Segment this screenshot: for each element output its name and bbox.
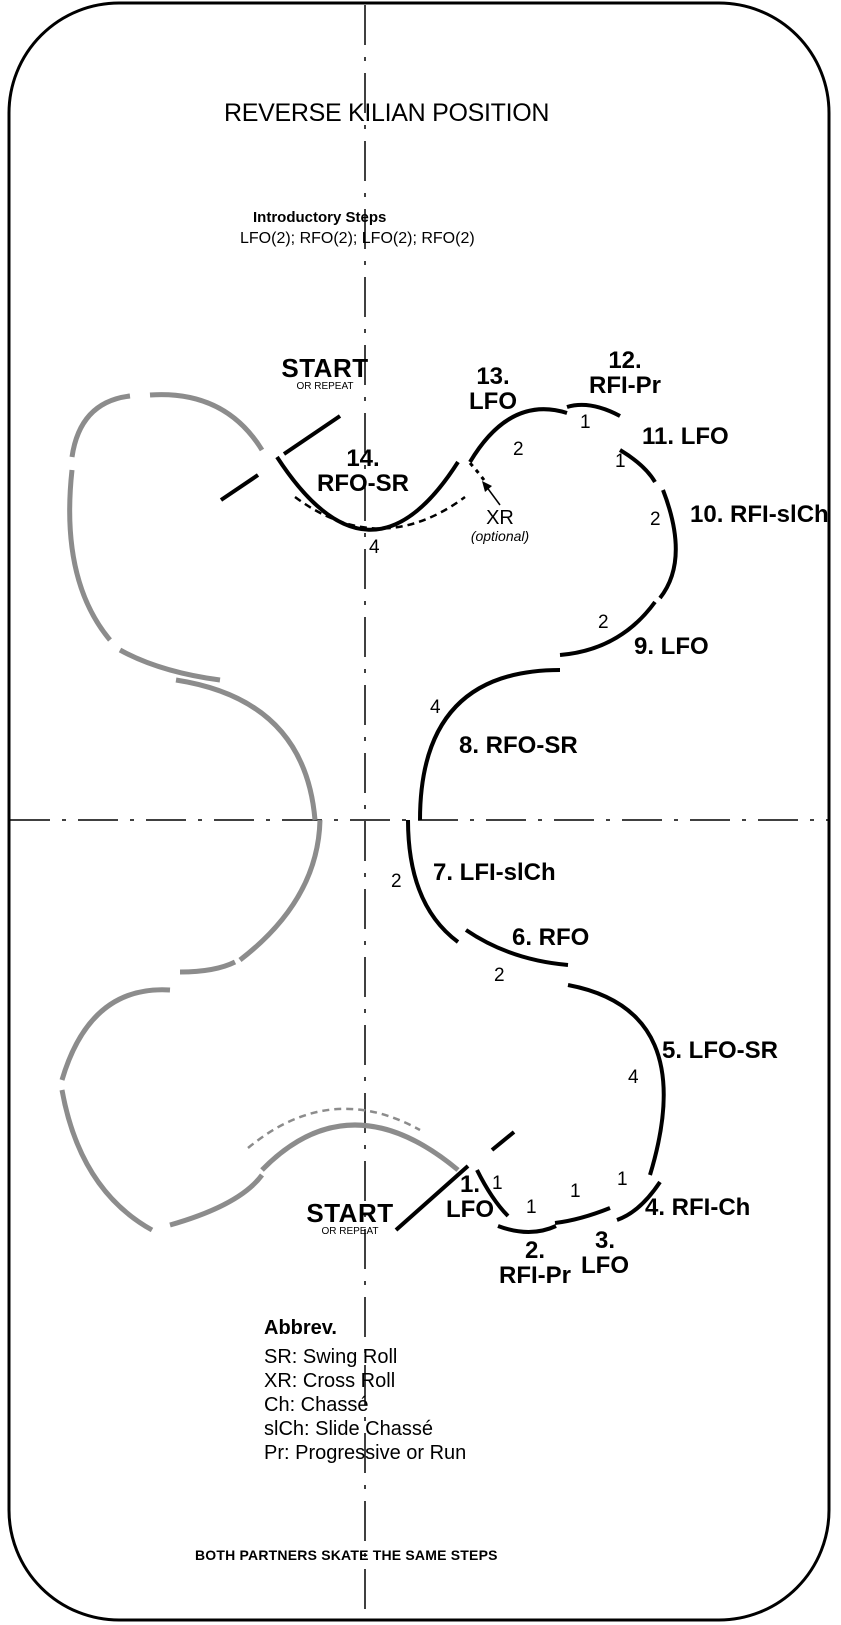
edge-6: [464, 928, 569, 967]
edge-2: [497, 1224, 557, 1234]
step-6: 6. RFO: [512, 924, 590, 951]
abbrev-item: SR: Swing Roll: [264, 1346, 398, 1368]
step-3-num: 3.: [594, 1227, 615, 1254]
beat-13: 2: [513, 439, 524, 460]
edge-7: [406, 819, 460, 944]
edge-9: [559, 600, 657, 657]
beat-8: 4: [430, 697, 441, 718]
grey-edge-e: [175, 677, 318, 821]
step-5: 5. LFO-SR: [662, 1037, 779, 1064]
step-2-num: 2.: [524, 1237, 545, 1264]
step-9: 9. LFO: [634, 633, 709, 660]
grey-edge-j: [169, 1173, 265, 1228]
step-4: 4. RFI-Ch: [645, 1194, 751, 1221]
step-13: 13. LFO: [453, 363, 533, 416]
start-bottom: START OR REPEAT: [305, 1198, 395, 1238]
rink-outline: [7, 1, 831, 1622]
footer-note: BOTH PARTNERS SKATE THE SAME STEPS: [195, 1547, 498, 1563]
beat-9: 2: [598, 612, 609, 633]
step-14-edge: RFO-SR: [317, 470, 409, 498]
beat-10: 2: [650, 509, 661, 530]
beat-2: 1: [526, 1197, 537, 1218]
step-12-num: 12.: [608, 347, 642, 374]
abbrev-item: Ch: Chassé: [264, 1394, 369, 1416]
start-top: START OR REPEAT: [280, 353, 370, 393]
step-3: 3. LFO: [575, 1227, 635, 1280]
edge-10: [658, 489, 678, 600]
beat-4: 1: [617, 1169, 628, 1190]
edge-13-xr: [468, 462, 486, 481]
beat-12: 1: [580, 412, 591, 433]
start-top-sub: OR REPEAT: [296, 381, 354, 393]
step-1-edge: LFO: [446, 1196, 494, 1224]
edge-12: [566, 402, 621, 418]
grey-edge-a: [69, 393, 131, 458]
edge-11: [618, 448, 657, 484]
abbrev-heading: Abbrev.: [264, 1317, 337, 1339]
xr-arrow-head: [482, 481, 492, 492]
abbrev-item: XR: Cross Roll: [264, 1370, 396, 1392]
start-top-line: [282, 414, 342, 456]
step-13-num: 13.: [476, 363, 510, 390]
start-bottom-sub: OR REPEAT: [321, 1226, 379, 1238]
abbrev-item: Pr: Progressive or Run: [264, 1442, 467, 1464]
beat-5: 4: [628, 1067, 639, 1088]
start-bottom-label: START: [306, 1198, 394, 1228]
edge-5: [567, 983, 666, 1176]
beat-6: 2: [494, 965, 505, 986]
step-2-edge: RFI-Pr: [499, 1262, 571, 1290]
beat-1: 1: [492, 1173, 503, 1194]
abbrev-item: slCh: Slide Chassé: [264, 1418, 433, 1440]
cross-roll-note: XR (optional): [460, 508, 540, 544]
page-title: REVERSE KILIAN POSITION: [224, 99, 550, 127]
beat-3: 1: [570, 1181, 581, 1202]
step-12: 12. RFI-Pr: [570, 347, 680, 400]
step-12-edge: RFI-Pr: [589, 372, 661, 400]
beat-14: 4: [369, 537, 380, 558]
abbreviations: Abbrev. SR: Swing Roll XR: Cross Roll Ch…: [264, 1318, 466, 1464]
beat-11: 1: [615, 451, 626, 472]
edge-1-entry: [490, 1130, 516, 1152]
step-1: 1. LFO: [440, 1171, 500, 1224]
grey-edge-c: [67, 469, 112, 642]
grey-edge-f: [238, 819, 323, 962]
edge-8: [418, 668, 561, 821]
step-11: 11. LFO: [642, 423, 729, 450]
start-top-tail: [219, 473, 260, 502]
edge-14: [275, 455, 460, 532]
step-14-num: 14.: [346, 445, 380, 472]
edge-13: [468, 407, 568, 464]
step-3-edge: LFO: [581, 1252, 629, 1280]
step-14: 14. RFO-SR: [308, 445, 418, 498]
grey-edge-g: [179, 959, 237, 975]
beat-7: 2: [391, 871, 402, 892]
intro-heading: Introductory Steps: [253, 209, 387, 226]
grey-edge-k-dashed: [247, 1107, 421, 1149]
xr-optional: (optional): [470, 528, 530, 544]
edge-14-dashed: [294, 495, 466, 530]
xr-arrow-shaft: [485, 485, 501, 506]
grey-edge-h: [59, 987, 171, 1081]
grey-edge-b: [149, 392, 265, 452]
edge-4: [616, 1180, 662, 1222]
start-top-label: START: [281, 353, 369, 383]
edge-1: [475, 1169, 510, 1218]
step-7: 7. LFI-slCh: [433, 859, 556, 886]
start-bottom-line: [394, 1164, 470, 1232]
step-1-num: 1.: [459, 1171, 480, 1198]
grey-edge-i: [59, 1089, 154, 1233]
step-13-edge: LFO: [469, 388, 517, 416]
grey-edge-d: [118, 647, 221, 683]
xr-label: XR: [486, 507, 514, 529]
step-10: 10. RFI-slCh: [690, 501, 829, 528]
intro-sequence: LFO(2); RFO(2); LFO(2); RFO(2): [240, 230, 475, 247]
step-8: 8. RFO-SR: [459, 732, 578, 759]
edge-3: [554, 1206, 611, 1225]
grey-edge-k: [260, 1122, 460, 1172]
step-2: 2. RFI-Pr: [480, 1237, 590, 1290]
